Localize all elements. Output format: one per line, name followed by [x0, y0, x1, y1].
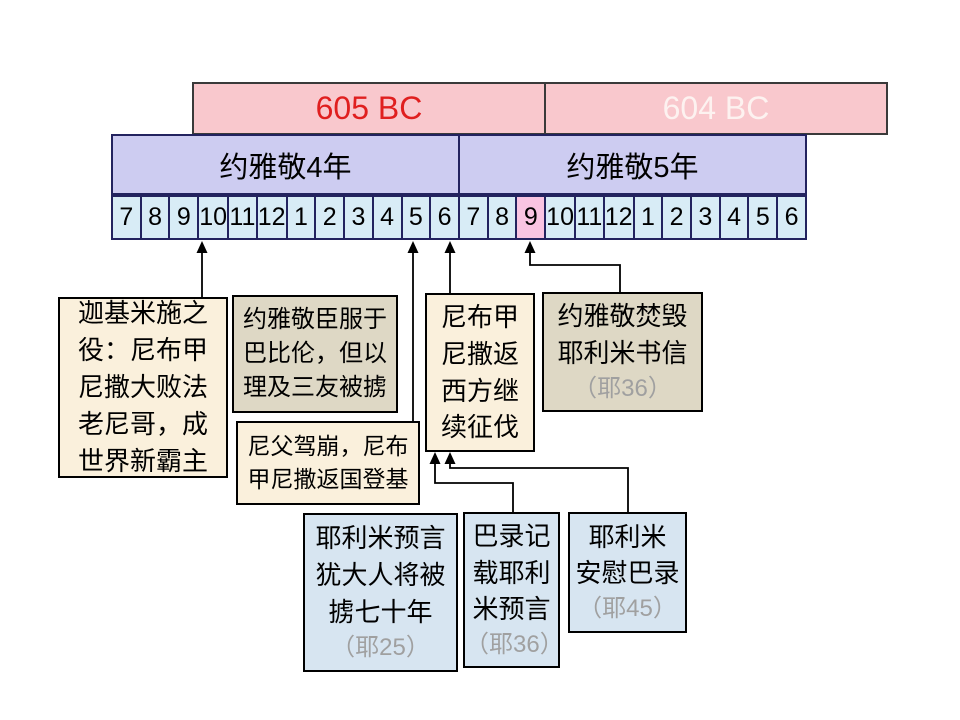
arrowhead-accession [407, 241, 419, 253]
month-cell: 9 [170, 197, 200, 238]
month-cell: 3 [692, 197, 721, 238]
connector-baruch-writes [434, 462, 514, 512]
scripture-citation: （耶25） [331, 633, 430, 661]
month-cell: 5 [749, 197, 779, 238]
event-text: 耶利米 安慰巴录 [575, 521, 680, 589]
month-cell: 11 [229, 197, 258, 238]
arrowhead-burn-scroll [524, 241, 536, 253]
scripture-citation: （耶36） [465, 631, 564, 659]
month-cell: 2 [663, 197, 692, 238]
arrowhead-campaign [444, 241, 456, 253]
event-text: 约雅敬臣服于 巴比伦，但以 理及三友被掳 [243, 305, 387, 402]
month-cell: 12 [257, 197, 288, 238]
event-text: 尼布甲 尼撒返 西方继 续征伐 [440, 301, 519, 443]
month-cell: 7 [459, 197, 489, 238]
month-cell: 7 [113, 197, 142, 238]
month-cell: 1 [634, 197, 664, 238]
regnal-segment-year4: 约雅敬4年 [113, 136, 460, 193]
month-cell: 10 [199, 197, 230, 238]
year-segment-604bc: 604 BC [662, 90, 770, 126]
event-box-seventy-years: 耶利米预言 犹大人将被 掳七十年 （耶25） [303, 513, 458, 672]
scripture-citation: （耶45） [578, 595, 677, 623]
month-cell: 4 [720, 197, 750, 238]
month-cell: 12 [604, 197, 635, 238]
month-cell: 6 [778, 197, 805, 238]
event-box-submission: 约雅敬臣服于 巴比伦，但以 理及三友被掳 [232, 295, 398, 413]
scripture-citation: （耶36） [573, 374, 672, 402]
month-cell: 1 [287, 197, 317, 238]
event-text: 耶利米预言 犹大人将被 掳七十年 [315, 523, 446, 627]
event-box-campaign: 尼布甲 尼撒返 西方继 续征伐 [425, 293, 535, 452]
bc-year-bar: 605 BC 604 BC [192, 82, 888, 135]
event-text: 迦基米施之 役：尼布甲 尼撒大败法 老尼哥，成 世界新霸主 [77, 298, 208, 476]
event-text: 巴录记 载耶利 米预言 [472, 520, 551, 625]
regnal-year-bar: 约雅敬4年 约雅敬5年 [111, 134, 807, 195]
arrowhead-comfort-baruch [444, 452, 456, 464]
regnal-segment-year5: 约雅敬5年 [566, 151, 699, 184]
month-cell: 2 [316, 197, 346, 238]
year-segment-605bc: 605 BC [194, 84, 546, 133]
month-cell: 8 [488, 197, 518, 238]
month-cell: 6 [431, 197, 460, 238]
connector-burn-scroll [529, 251, 621, 292]
month-cell: 8 [141, 197, 171, 238]
event-box-accession: 尼父驾崩，尼布 甲尼撒返国登基 [236, 421, 420, 505]
month-cell: 4 [373, 197, 403, 238]
event-text: 尼父驾崩，尼布 甲尼撒返国登基 [247, 433, 409, 492]
month-cell: 11 [575, 197, 605, 238]
month-cell-highlighted: 9 [517, 197, 547, 238]
month-cell: 3 [345, 197, 374, 238]
connector-comfort-baruch [449, 462, 629, 512]
arrowhead-carchemish [196, 241, 208, 253]
event-text: 约雅敬焚毁 耶利米书信 [557, 301, 688, 368]
month-cell: 10 [546, 197, 576, 238]
event-box-baruch-writes: 巴录记 载耶利 米预言 （耶36） [463, 512, 564, 668]
month-cell: 5 [402, 197, 432, 238]
arrowhead-baruch-writes [429, 452, 441, 464]
event-box-comfort-baruch: 耶利米 安慰巴录 （耶45） [568, 512, 687, 633]
event-box-carchemish: 迦基米施之 役：尼布甲 尼撒大败法 老尼哥，成 世界新霸主 [58, 297, 228, 478]
event-box-burn-scroll: 约雅敬焚毁 耶利米书信 （耶36） [542, 292, 703, 412]
